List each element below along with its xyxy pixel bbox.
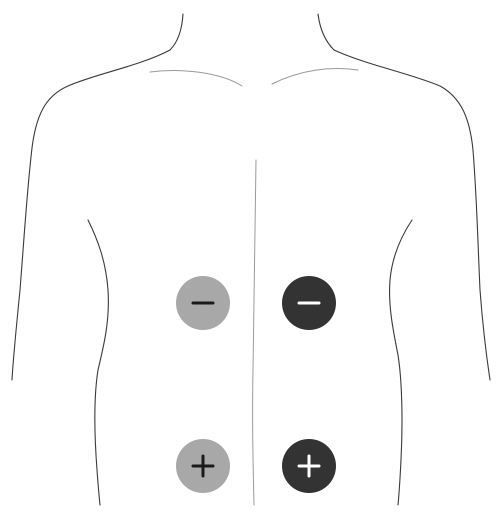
chest-left-line xyxy=(149,70,243,87)
electrode-upper-left-negative xyxy=(176,276,230,330)
torso-outline xyxy=(11,13,491,506)
electrode-lower-right-positive xyxy=(282,439,336,493)
right-torso-side-line xyxy=(389,219,413,506)
electrode-lower-left-positive xyxy=(176,439,230,493)
chest-right-line xyxy=(271,68,359,85)
torso-midline xyxy=(252,159,257,506)
electrode-upper-right-negative xyxy=(282,276,336,330)
neck-left-line xyxy=(169,13,184,51)
left-torso-side-line xyxy=(87,219,109,506)
neck-right-line xyxy=(317,13,335,51)
right-shoulder-arm-line xyxy=(333,49,491,381)
left-shoulder-arm-line xyxy=(11,49,171,381)
electrode-group xyxy=(176,276,336,493)
